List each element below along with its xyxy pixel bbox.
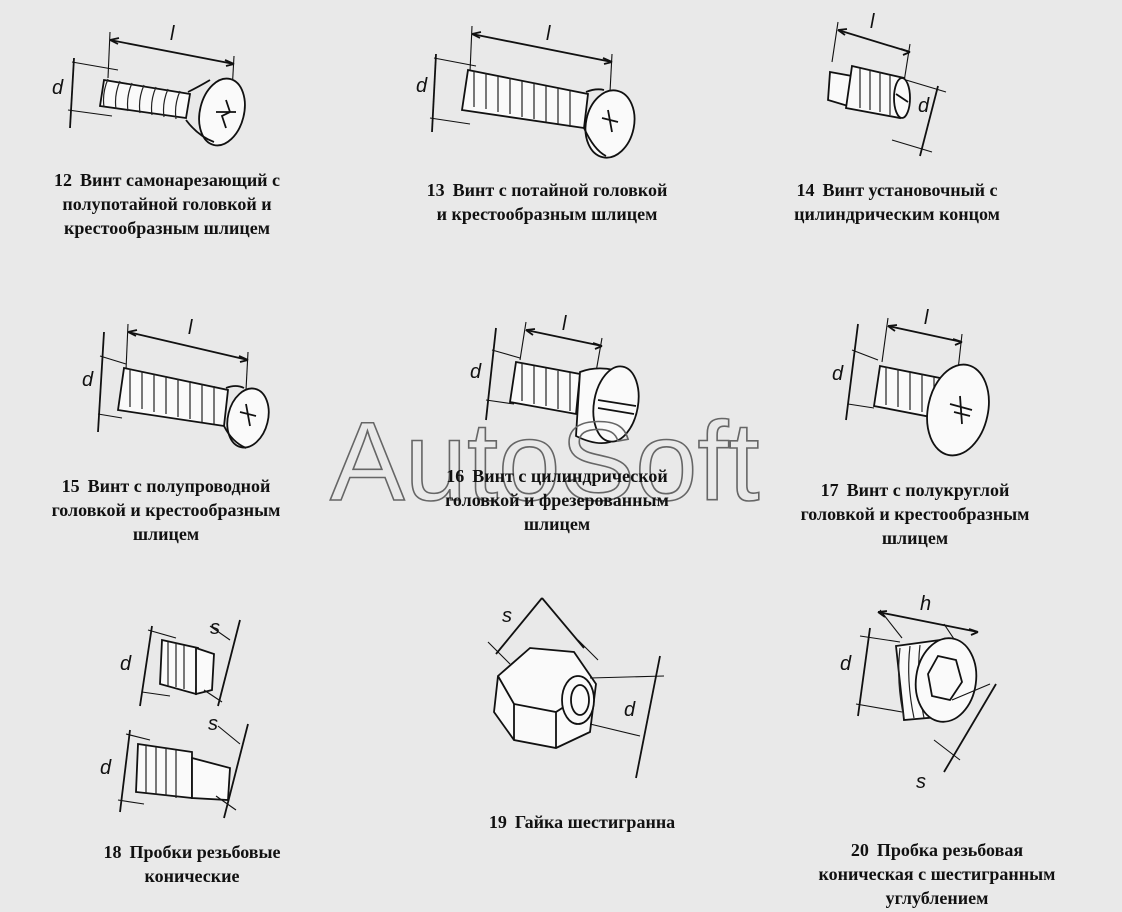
item-number: 12 [53,170,72,190]
dim-l-17: l [924,307,929,329]
caption-17: 17 Винт с полукруглой головкой и крестооб… [760,478,1070,550]
screw-17-drawing: l d [832,307,990,457]
plug-18-drawing: d s d s [100,617,249,819]
screw-12-drawing: l d [52,23,246,147]
dim-l-15: l [188,317,193,339]
item-number: 19 [488,812,507,832]
dim-l-12: l [170,23,175,45]
caption-19: 19 Гайка шестигранна [432,810,732,834]
caption-12: 12 Винт самонарезающий с полупотайной гол… [22,168,312,240]
caption-line: Винт с цилиндрической [472,466,668,486]
dim-s-18a: s [210,617,220,639]
dim-s-18b: s [208,713,218,735]
dim-d-19: d [624,699,636,721]
caption-line: Винт с полупроводной [87,476,271,496]
caption-line: Гайка шестигранна [514,812,676,832]
dim-s-19: s [502,605,512,627]
caption-14: 14 Винт установочный с цилиндрическим кон… [752,178,1042,226]
nut-19-drawing: s d [487,597,665,779]
item-number: 17 [820,480,839,500]
caption-line: головкой и крестообразным [800,504,1030,524]
screw-15-drawing: l d [82,317,270,449]
dim-d-13: d [416,75,428,97]
caption-line: и крестообразным шлицем [436,204,658,224]
caption-line: головкой и фрезерованным [445,490,669,510]
dim-d-14: d [918,95,930,117]
dim-s-20: s [916,771,926,793]
caption-line: шлицем [132,524,200,544]
screw-16-drawing: l d [470,313,640,445]
dim-l-16: l [562,313,567,335]
caption-line: Пробка резьбовая [876,840,1024,860]
item-number: 16 [446,466,465,486]
dim-d-15: d [82,369,94,391]
caption-13: 13 Винт с потайной головкой и крестообраз… [392,178,702,226]
dim-d-20: d [840,653,852,675]
caption-line: углублением [885,888,989,908]
caption-line: конические [144,866,240,886]
plug-20-drawing: h d s [840,593,997,793]
caption-16: 16 Винт с цилиндрической головкой и фрезе… [402,464,712,536]
caption-line: цилиндрическим концом [794,204,1000,224]
dim-d-16: d [470,361,482,383]
caption-line: Винт самонарезающий с [79,170,281,190]
caption-line: шлицем [881,528,949,548]
screw-14-drawing: l d [827,11,947,157]
caption-line: головкой и крестообразным [51,500,281,520]
caption-line: крестообразным шлицем [64,218,270,238]
caption-15: 15 Винт с полупроводной головкой и кресто… [16,474,316,546]
caption-line: полупотайной головкой и [62,194,272,214]
caption-line: шлицем [523,514,591,534]
caption-line: коническая с шестигранным [818,864,1056,884]
caption-line: Винт установочный с [822,180,998,200]
dim-h-20: h [920,593,931,615]
caption-20: 20 Пробка резьбовая коническая с шестигра… [782,838,1092,910]
dim-l-14: l [870,11,875,33]
dim-d-18b: d [100,757,112,779]
dim-d-17: d [832,363,844,385]
caption-line: Пробки резьбовые [129,842,281,862]
screw-13-drawing: l d [416,23,636,159]
dim-d-18a: d [120,653,132,675]
caption-18: 18 Пробки резьбовые конические [62,840,322,888]
dim-l-13: l [546,23,551,45]
caption-line: Винт с потайной головкой [452,180,668,200]
item-number: 14 [796,180,815,200]
item-number: 20 [850,840,869,860]
item-number: 15 [61,476,80,496]
caption-line: Винт с полукруглой [846,480,1010,500]
dim-d-12: d [52,77,64,99]
item-number: 13 [426,180,445,200]
item-number: 18 [103,842,122,862]
watermark: AutoSoft [330,399,760,524]
